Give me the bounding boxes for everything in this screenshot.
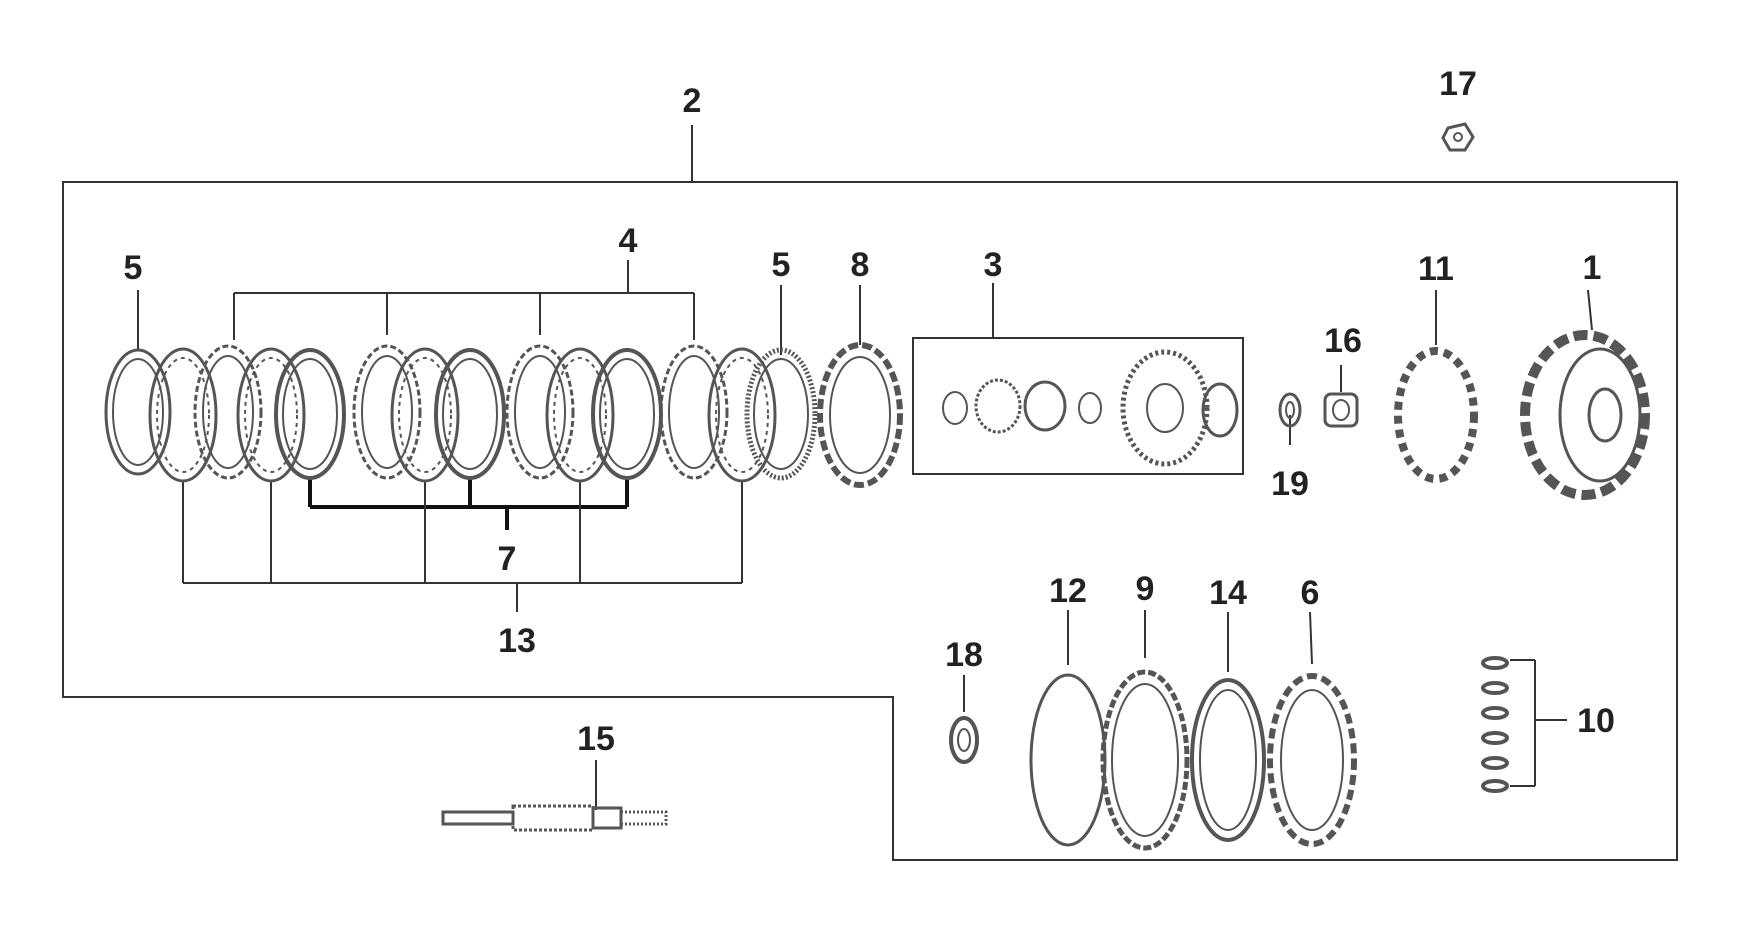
label-9: 9 [1136,570,1155,608]
plate-6 [1267,673,1357,847]
friction-plate-4 [352,344,422,480]
label-3: 3 [984,246,1003,284]
bracket-13 [182,480,743,612]
label-4: 4 [619,222,638,260]
label-15: 15 [577,720,615,758]
washer-18 [949,716,979,764]
clutch-plate-stack [104,342,903,488]
plate-14 [1190,678,1266,842]
friction-plate-13 [707,347,777,483]
label-1: 1 [1583,249,1602,287]
bearing-16 [1323,392,1359,428]
label-6: 6 [1301,574,1320,612]
friction-plate-13 [236,347,306,483]
washer-19 [1278,392,1302,428]
label-8: 8 [851,246,870,284]
label-16: 16 [1324,322,1362,360]
plate-9 [1100,669,1190,851]
label-7: 7 [498,540,517,578]
plate-5-left [104,348,172,476]
friction-plate-13 [148,347,218,483]
label-5-right: 5 [772,246,791,284]
label-18: 18 [945,636,983,674]
label-17: 17 [1439,65,1477,103]
bracket-4 [233,260,695,340]
shaft-15 [441,804,668,832]
bracket-10 [1510,659,1567,787]
friction-plate-4 [505,344,575,480]
springs-10 [1481,656,1509,793]
ring-12 [1029,673,1107,847]
steel-plate-7 [591,348,663,480]
steel-plate-7 [274,348,346,480]
clutch-basket-1 [1520,330,1650,500]
friction-plate-4 [659,344,729,480]
label-5-left: 5 [124,249,143,287]
friction-plate-4 [193,344,263,480]
label-2: 2 [683,82,702,120]
assembly-outline [62,181,1678,861]
friction-plate-13 [390,347,460,483]
needle-cage-11 [1394,347,1478,483]
label-12: 12 [1049,572,1087,610]
friction-plate-13 [545,347,615,483]
hub-subassembly-box [912,337,1244,475]
plate-5-right [744,347,818,481]
label-19: 19 [1271,465,1309,503]
pressure-plate-8 [817,342,903,488]
label-14: 14 [1209,574,1247,612]
label-11: 11 [1418,250,1454,288]
label-10: 10 [1577,702,1615,740]
leader-6 [1309,611,1313,665]
bracket-7 [308,478,629,530]
steel-plate-7 [434,348,506,480]
hub-assembly-3 [942,349,1239,467]
leader-1 [1587,289,1593,331]
nut-17 [1441,122,1475,152]
label-13: 13 [498,622,536,660]
